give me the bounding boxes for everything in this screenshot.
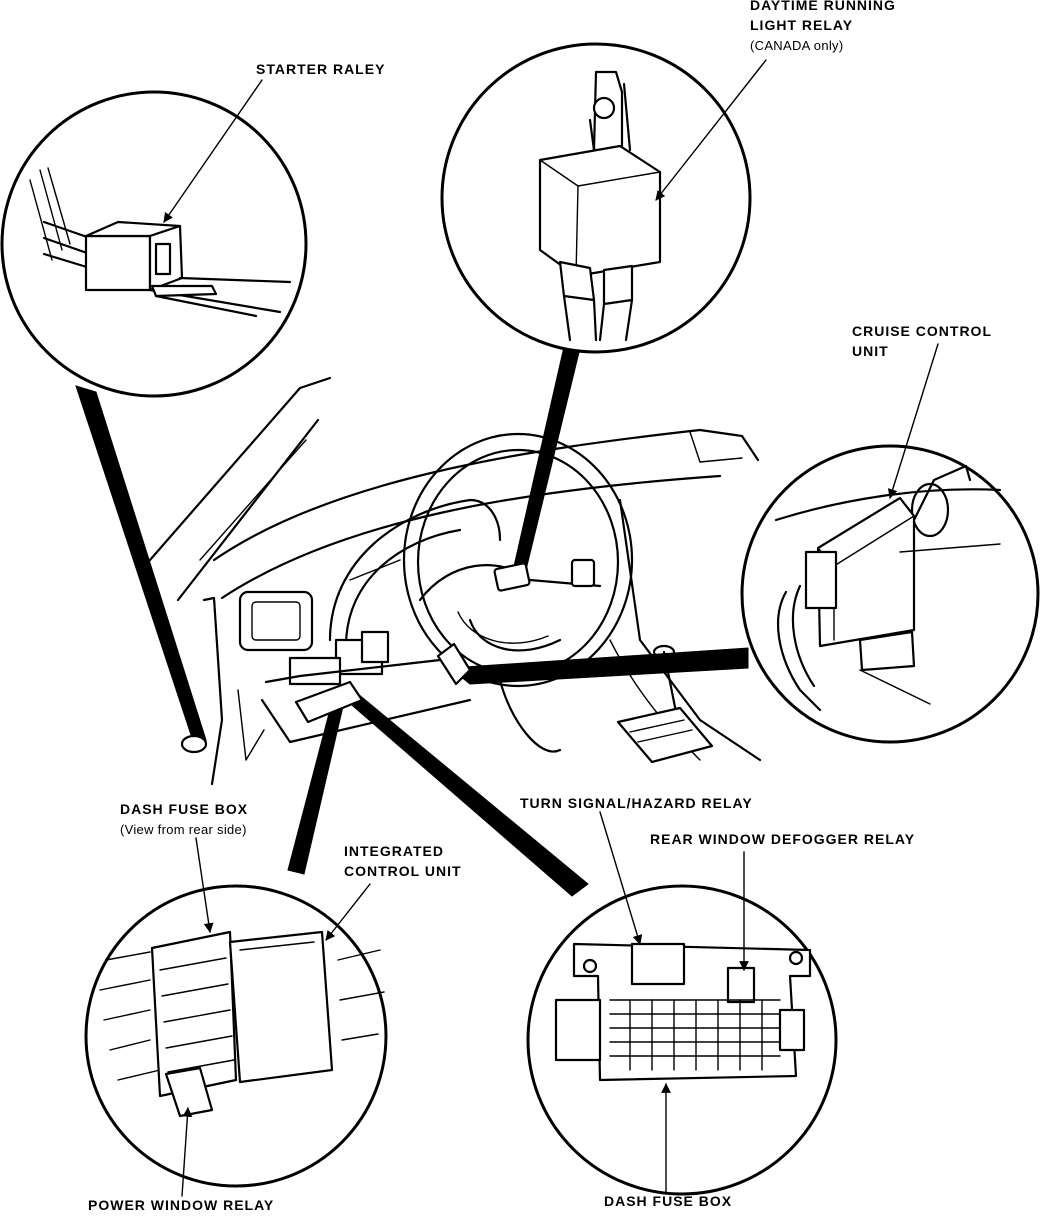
icu-label-line1: INTEGRATED: [344, 843, 444, 859]
dash-fuse-box-rear-pointer: [195, 837, 214, 933]
dash-fuse-box-rear-label: DASH FUSE BOX: [120, 801, 249, 817]
drl-relay-label-line1: DAYTIME RUNNING: [750, 0, 896, 13]
dash-fuse-box-label: DASH FUSE BOX: [604, 1193, 733, 1209]
starter-relay-illustration: [29, 167, 292, 318]
icu-illustration: [99, 930, 385, 1118]
drl-relay-label-line3: (CANADA only): [750, 38, 844, 53]
turn-signal-pointer: [599, 811, 643, 945]
starter-relay-leader-band: [75, 385, 207, 745]
dash-fuse-box-illustration: [554, 942, 812, 1082]
cruise-control-label-line2: UNIT: [852, 343, 889, 359]
dash-fuse-box-rear-note: (View from rear side): [120, 822, 247, 837]
power-window-label: POWER WINDOW RELAY: [88, 1197, 275, 1213]
cruise-control-label-line1: CRUISE CONTROL: [852, 323, 992, 339]
cruise-unit-leader-band: [448, 647, 749, 685]
drl-relay-label-line2: LIGHT RELAY: [750, 17, 854, 33]
drl-relay-illustration: [538, 70, 662, 342]
starter-relay-label: STARTER RALEY: [256, 61, 386, 77]
starter-relay-pointer: [163, 79, 263, 223]
drl-relay-leader-band: [511, 337, 583, 579]
turn-signal-label: TURN SIGNAL/HAZARD RELAY: [520, 795, 753, 811]
drl-relay-pointer: [655, 59, 767, 201]
icu-pointer: [325, 883, 371, 941]
cruise-control-illustration: [774, 464, 1002, 712]
power-window-pointer: [181, 1107, 193, 1197]
dashboard-illustration: [148, 376, 762, 786]
rear-defogger-label: REAR WINDOW DEFOGGER RELAY: [650, 831, 916, 847]
icu-label-line2: CONTROL UNIT: [344, 863, 462, 879]
cruise-control-pointer: [887, 343, 939, 499]
icu-leader-band: [287, 701, 345, 875]
